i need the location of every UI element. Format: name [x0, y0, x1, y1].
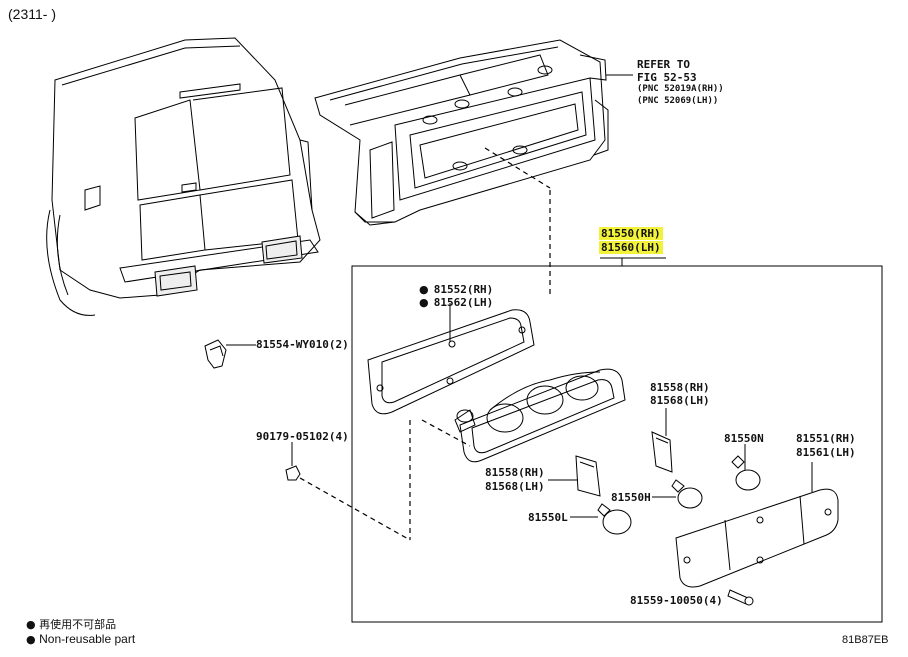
dashed-leader-panel: [484, 147, 551, 189]
vehicle-illustration: [46, 37, 321, 316]
legend-row-1: ● 再使用不可部品: [26, 616, 116, 632]
figure-id: 81B87EB: [842, 634, 889, 646]
ref-line2: FIG 52-53: [637, 71, 697, 84]
legend-item-2: Non-reusable part: [39, 632, 136, 646]
socket-lower-lh-label[interactable]: 81568(LH): [485, 480, 545, 493]
ref-line4: (PNC 52069(LH)): [637, 96, 719, 106]
non-reusable-bullet-icon: ●: [26, 618, 36, 631]
ref-line1: REFER TO: [637, 58, 690, 71]
bulb-l-label[interactable]: 81550L: [528, 511, 568, 524]
clip-illustration: [204, 339, 227, 369]
socket-upper-illustration: [651, 431, 673, 473]
socket-upper-rh-label[interactable]: 81558(RH): [650, 381, 710, 394]
bulb-n-label[interactable]: 81550N: [724, 432, 764, 445]
lens-lh-label[interactable]: 81561(LH): [796, 446, 856, 459]
gasket-lh-row: ● 81562(LH): [419, 291, 493, 310]
gasket-illustration: [367, 309, 535, 415]
header-code: (2311- ): [8, 6, 56, 22]
bulb-l-illustration: [597, 503, 632, 535]
assembly-lh-label[interactable]: 81560(LH): [599, 241, 663, 254]
bulb-h-label[interactable]: 81550H: [611, 491, 651, 504]
screw-90179-illustration: [285, 465, 301, 481]
back-panel-illustration: [314, 39, 609, 226]
gasket-rh-row: ● 81552(RH): [419, 278, 493, 297]
non-reusable-bullet-icon: ●: [26, 633, 36, 646]
non-reusable-bullet-icon: ●: [419, 296, 429, 309]
screw-90179-label[interactable]: 90179-05102(4): [256, 430, 349, 443]
dashed-leader-housing: [421, 419, 471, 447]
socket-lower-rh-label[interactable]: 81558(RH): [485, 466, 545, 479]
bulb-h-illustration: [671, 479, 703, 509]
ref-line3: (PNC 52019A(RH)): [637, 84, 724, 94]
bulb-n-illustration: [731, 455, 761, 491]
dashed-leader-screw-diag: [299, 477, 411, 541]
screw-81559-label[interactable]: 81559-10050(4): [630, 594, 723, 607]
socket-upper-lh-label[interactable]: 81568(LH): [650, 394, 710, 407]
legend-item-1: 再使用不可部品: [39, 619, 117, 631]
screw-81559-illustration: [727, 589, 754, 606]
assembly-frame: [351, 265, 883, 623]
lamp-housing-illustration: [454, 368, 626, 463]
assembly-rh-label[interactable]: 81550(RH): [599, 227, 663, 240]
socket-lower-illustration: [575, 455, 601, 497]
non-reusable-bullet-icon: ●: [419, 283, 429, 296]
lens-rh-label[interactable]: 81551(RH): [796, 432, 856, 445]
gasket-rh-label[interactable]: 81552(RH): [433, 283, 494, 296]
clip-label[interactable]: 81554-WY010(2): [256, 338, 349, 351]
gasket-lh-label[interactable]: 81562(LH): [433, 296, 494, 309]
legend-row-2: ● Non-reusable part: [26, 632, 135, 646]
lens-illustration: [675, 488, 839, 588]
